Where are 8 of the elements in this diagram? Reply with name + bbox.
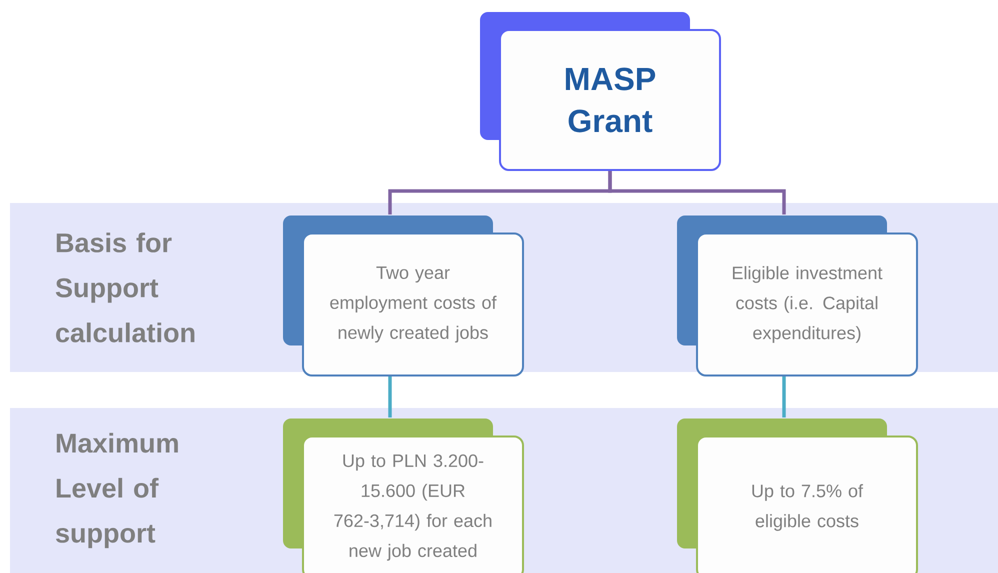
text-card: Two year employment costs of newly created jobs	[283, 216, 524, 376]
text-card: Up to 7.5% of eligible costs	[677, 418, 918, 573]
text-card: Up to PLN 3.200-15.600 (EUR 762-3,714) for each new job created	[283, 418, 524, 573]
title-card: MASP Grant	[480, 12, 721, 171]
text-card: Eligible investment costs (i.e. Capital expenditures)	[677, 216, 918, 376]
connector-line	[608, 171, 786, 214]
connector-line	[782, 376, 786, 418]
connector-line	[388, 376, 392, 418]
